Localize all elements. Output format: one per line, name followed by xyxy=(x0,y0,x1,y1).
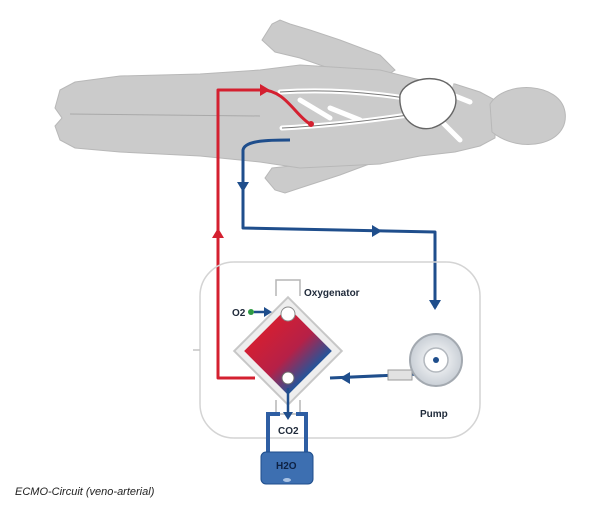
water-tube-right xyxy=(296,412,308,456)
water-tank xyxy=(260,451,314,485)
oxygenator-top-port xyxy=(275,279,301,296)
arrow-right-icon xyxy=(372,225,382,237)
patient-silhouette xyxy=(54,19,566,194)
water-tank-base xyxy=(283,478,291,482)
heart-icon xyxy=(399,78,457,130)
arrow-down-icon xyxy=(237,182,249,192)
oxygenator-blood-outlet xyxy=(281,371,295,385)
co2-label: CO2 xyxy=(278,426,299,437)
pump-inlet-connector xyxy=(387,369,413,381)
heart-and-vessels xyxy=(277,77,473,143)
venous-drainage-path xyxy=(241,138,437,308)
arrow-right-icon xyxy=(264,307,272,317)
arrow-right-icon xyxy=(260,84,270,96)
arrow-up-icon xyxy=(212,228,224,238)
oxygen-dot xyxy=(248,309,254,315)
water-heater xyxy=(260,412,314,485)
torso-and-legs xyxy=(54,64,496,169)
vessel-tree-outline xyxy=(279,90,409,129)
oxygenator-label: Oxygenator xyxy=(304,288,360,299)
leg-divider xyxy=(69,113,261,117)
oxygenator-gas-inlet xyxy=(280,306,296,322)
oxygenator xyxy=(232,279,344,415)
left-arm xyxy=(261,19,396,81)
h2o-label: H2O xyxy=(276,461,297,472)
arrow-down-icon xyxy=(429,300,441,310)
arrow-left-icon xyxy=(340,372,350,384)
head xyxy=(489,87,566,145)
water-tube-left xyxy=(266,412,280,456)
diagram-caption: ECMO-Circuit (veno-arterial) xyxy=(15,486,155,498)
centrifugal-pump xyxy=(387,333,463,387)
oxygenator-membrane xyxy=(244,307,332,395)
arrow-down-icon xyxy=(283,412,293,420)
pump-hub xyxy=(433,357,439,363)
o2-label: O2 xyxy=(232,308,246,319)
pump-label: Pump xyxy=(420,409,448,420)
